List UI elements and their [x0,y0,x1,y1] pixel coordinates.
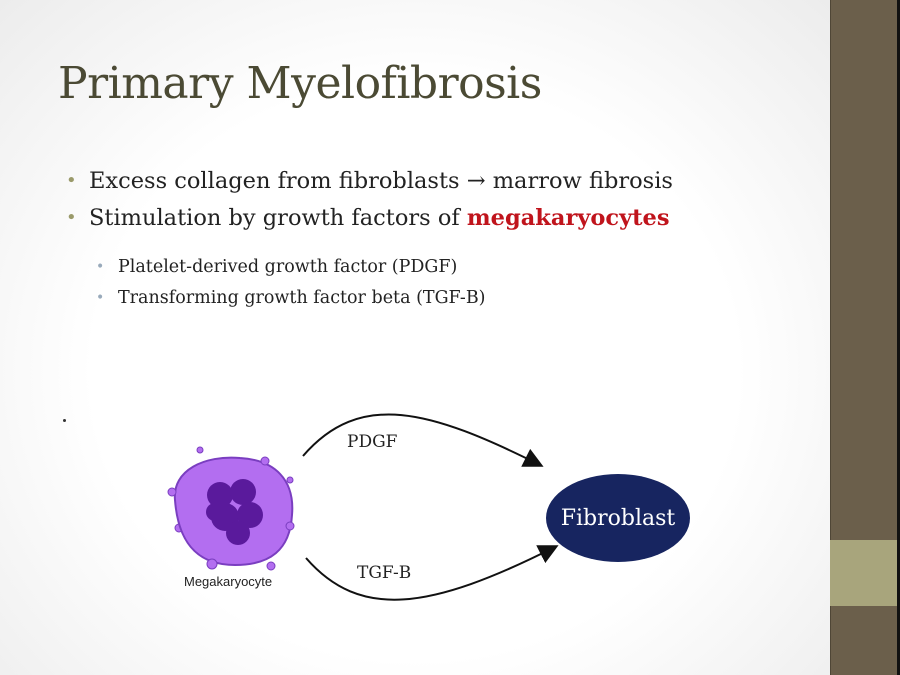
bullet-text: Stimulation by growth factors of [89,205,467,231]
bullet-item: Stimulation by growth factors of megakar… [66,205,673,231]
sidebar-band [830,540,897,606]
fibroblast-label: Fibroblast [560,505,676,531]
highlight-text: megakaryocytes [466,205,670,231]
tgfb-label: TGF-B [357,563,412,583]
diagram [167,413,559,601]
sub-bullet-item: Transforming growth factor beta (TGF-B) [96,288,486,308]
megakaryocyte-label: Megakaryocyte [184,574,273,589]
bullet-list: Excess collagen from fibroblasts → marro… [66,168,673,242]
stray-dot [63,419,66,422]
megakaryocyte-icon [167,446,295,571]
sub-bullet-item: Platelet-derived growth factor (PDGF) [96,257,486,277]
pdgf-label: PDGF [347,432,398,452]
bullet-text: Excess collagen from fibroblasts → marro… [89,168,673,194]
bullet-item: Excess collagen from fibroblasts → marro… [66,168,673,194]
slide-title: Primary Myelofibrosis [58,58,542,109]
tgfb-arrow [305,545,559,601]
fibroblast-node: Fibroblast [546,474,690,562]
pdgf-arrow [302,413,544,467]
slide [0,0,830,675]
window-edge [897,0,900,675]
sub-bullet-list: Platelet-derived growth factor (PDGF) Tr… [96,257,486,319]
